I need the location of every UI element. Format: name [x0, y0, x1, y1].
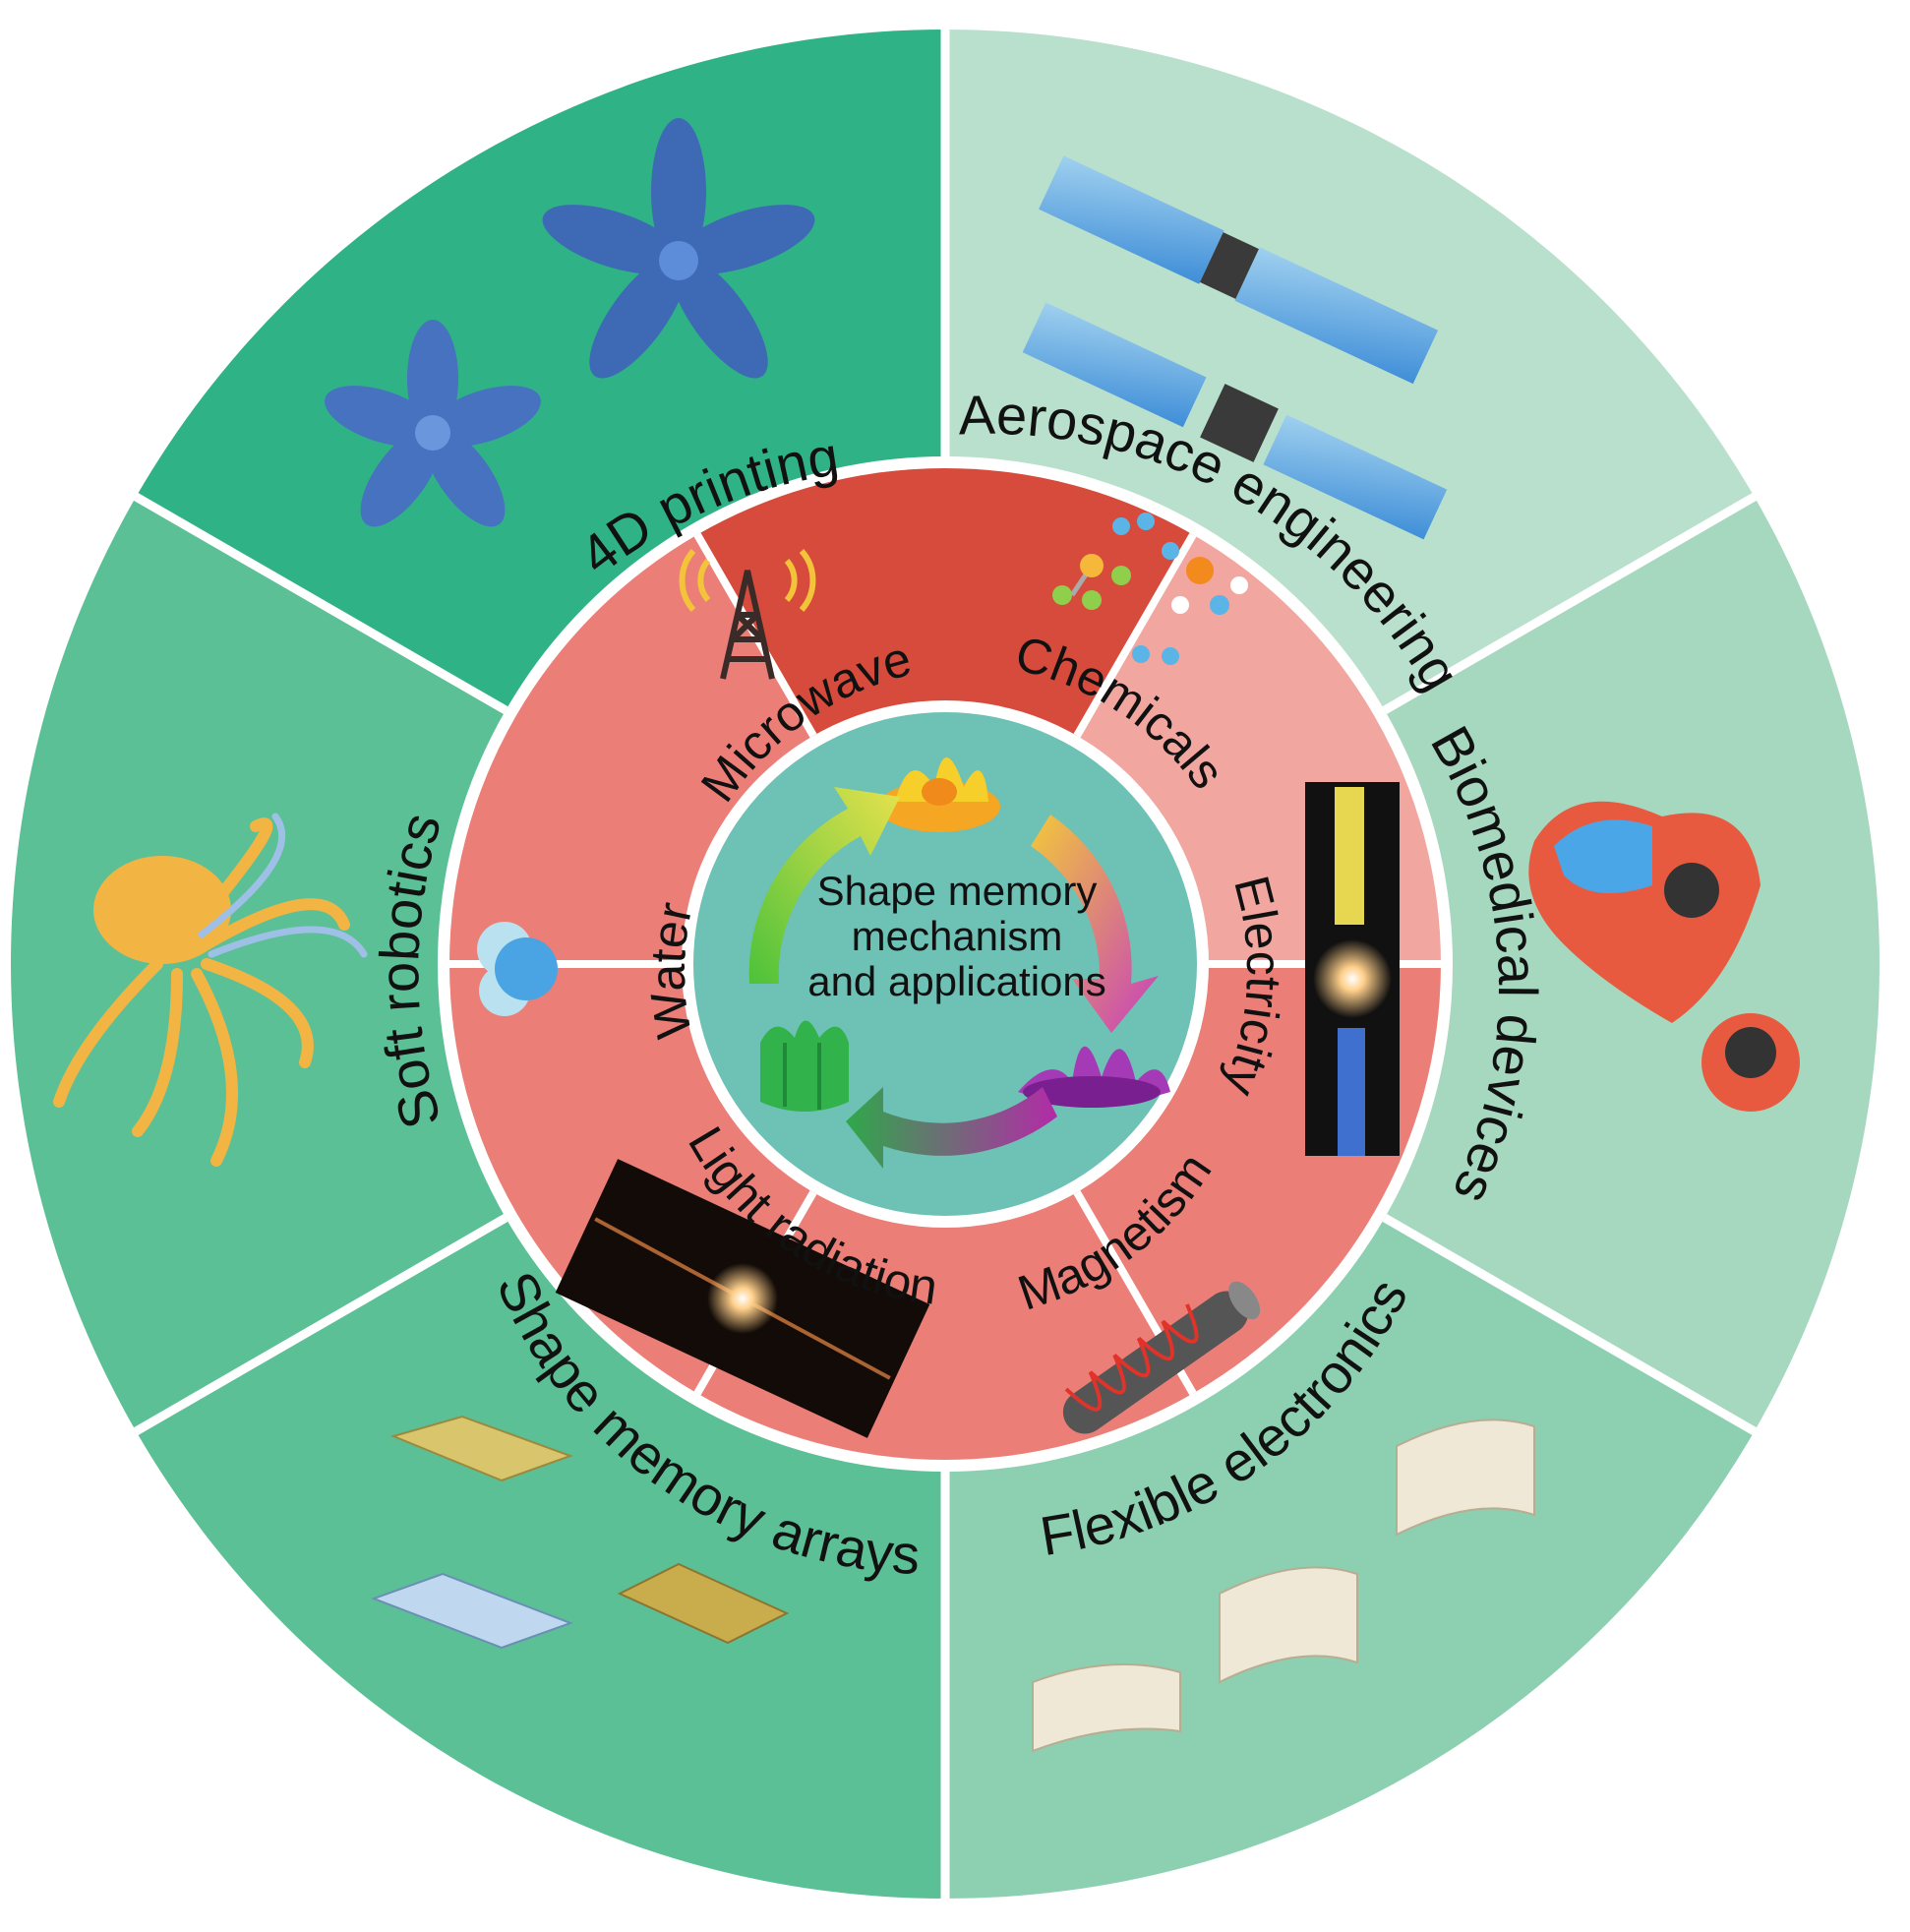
- heart-device-icon: [1528, 801, 1800, 1112]
- flexible-sheets-icon: [1032, 1419, 1535, 1753]
- water-drop-icon: [477, 922, 558, 1016]
- center-title-line-3: and applications: [807, 958, 1106, 1004]
- cycle-arrow-3: [748, 787, 900, 984]
- stimulus-label-water: Water: [640, 897, 703, 1042]
- octopus-robot-icon: [53, 813, 368, 1167]
- electric-spark-icon: [1305, 782, 1400, 1156]
- purple-flower-icon: [1018, 1046, 1170, 1108]
- microarray-plates-icon: [371, 1415, 790, 1650]
- outer-spoke: [1382, 468, 1800, 714]
- printed-flowers-icon: [325, 118, 815, 527]
- outer-spoke: [90, 468, 508, 714]
- green-bud-icon: [760, 1020, 849, 1112]
- molecules-icon: [1052, 513, 1248, 665]
- satellites-icon: [1022, 155, 1448, 540]
- yellow-flower-icon: [878, 757, 1000, 832]
- cycle-arrow-2: [846, 1087, 1057, 1169]
- microwave-tower-icon: [679, 549, 816, 680]
- center-title-line-1: Shape memory: [817, 868, 1098, 914]
- coil-magnet-icon: [1062, 1281, 1261, 1434]
- center-title-line-2: mechanism: [852, 913, 1063, 959]
- inner-spoke: [1073, 532, 1197, 738]
- outer-spoke: [1382, 1214, 1800, 1460]
- outer-spoke: [90, 1214, 508, 1460]
- cycle-arrow-1: [1031, 815, 1159, 1033]
- light-flare-icon: [555, 1159, 930, 1438]
